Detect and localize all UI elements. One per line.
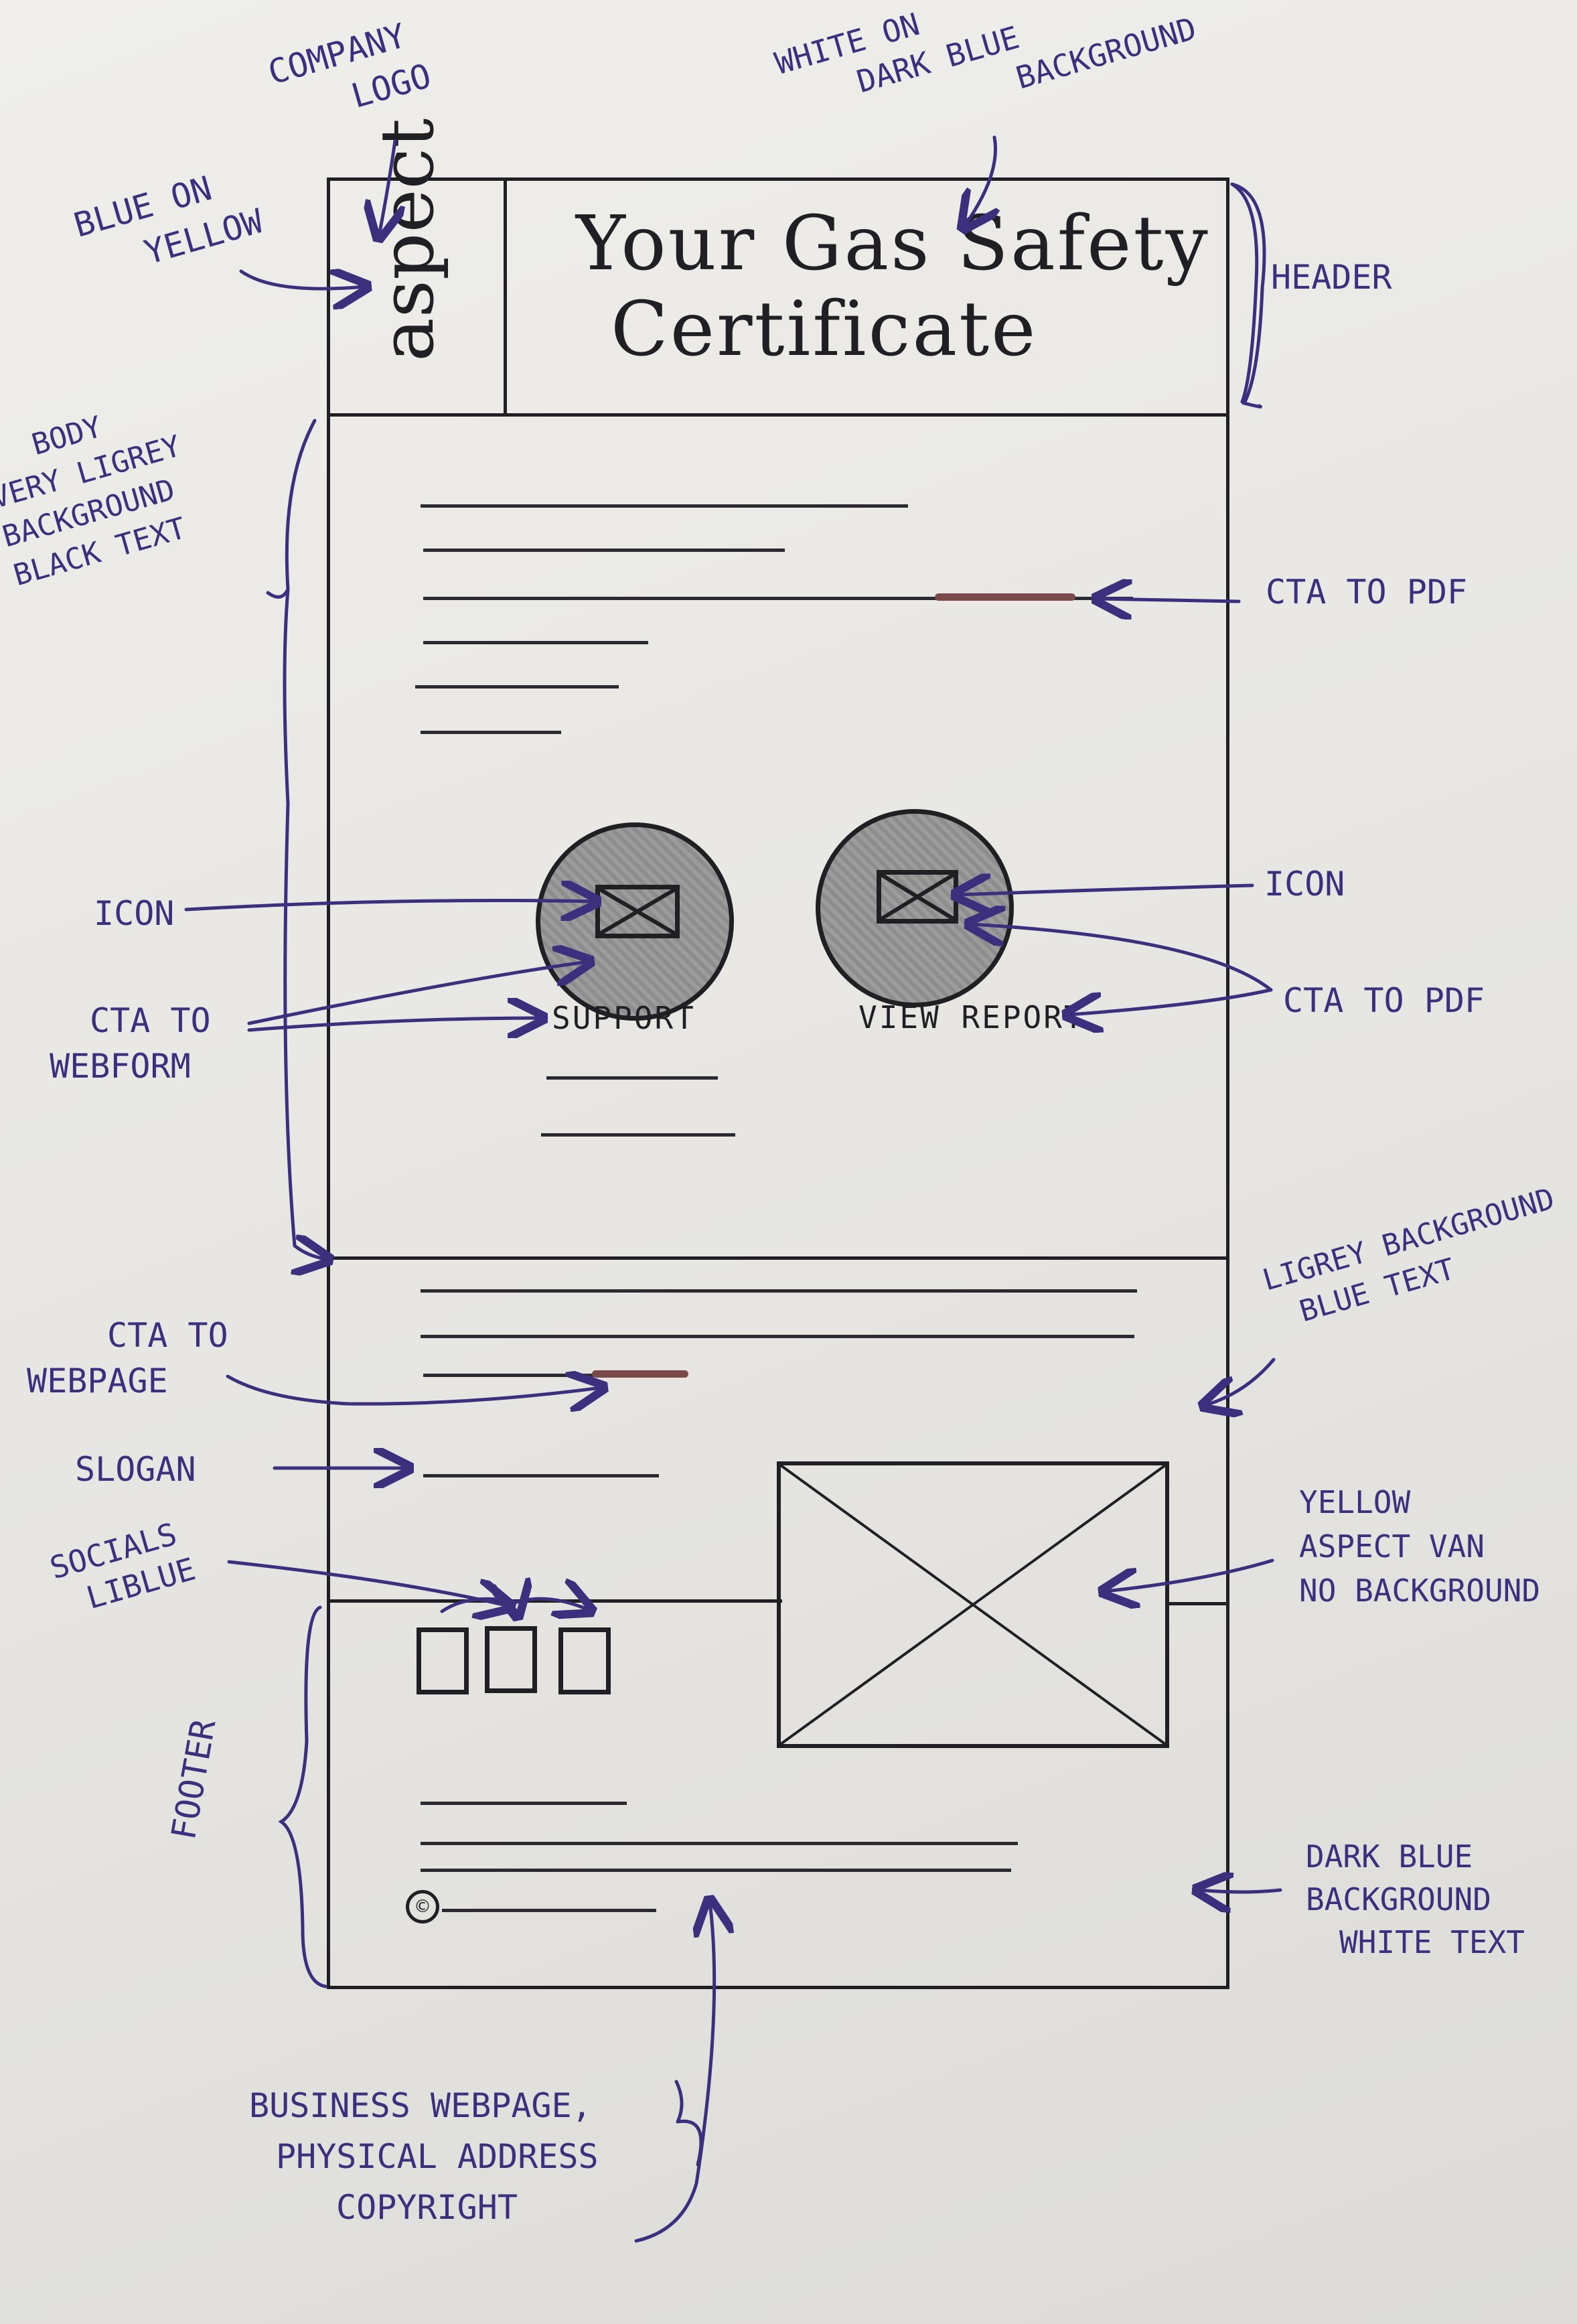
- annotation-line: ASPECT VAN: [1299, 1528, 1485, 1565]
- social-icon[interactable]: [558, 1627, 611, 1694]
- annotation-dark-blue-footer: DARK BLUE BACKGROUND WHITE TEXT: [1306, 1835, 1525, 1964]
- page-title: Your Gas Safety Certificate: [576, 201, 1219, 372]
- webpage-link[interactable]: [592, 1370, 688, 1378]
- annotation-cta-to-webform: CTA TO WEBFORM: [50, 998, 211, 1089]
- annotation-line: DARK BLUE: [1306, 1838, 1473, 1875]
- van-image-placeholder: [777, 1461, 1169, 1748]
- annotation-icon-left: ICON: [94, 894, 175, 933]
- footer-top-divider-right: [1169, 1602, 1229, 1605]
- header-bottom-divider: [327, 413, 1229, 417]
- view-report-label[interactable]: VIEW REPORT: [858, 999, 1085, 1035]
- section-text-line: [423, 1374, 603, 1377]
- section-text-line: [421, 1335, 1134, 1338]
- annotation-line: NO BACKGROUND: [1299, 1573, 1541, 1609]
- annotation-line: WEBFORM: [50, 1047, 191, 1086]
- section-text-line: [421, 1289, 1137, 1293]
- body-text-line: [546, 1076, 718, 1080]
- support-label[interactable]: SUPPORT: [552, 1000, 696, 1036]
- body-text-line: [423, 641, 648, 644]
- footer-text-line: [421, 1802, 627, 1805]
- annotation-icon-right: ICON: [1264, 865, 1345, 903]
- body-text-line: [423, 549, 785, 552]
- title-line-1: Your Gas Safety: [576, 200, 1210, 287]
- annotation-line: WEBPAGE: [27, 1362, 168, 1400]
- annotation-cta-to-pdf: CTA TO PDF: [1266, 573, 1468, 611]
- annotation-line: YELLOW: [1299, 1484, 1411, 1520]
- body-text-line: [421, 731, 561, 734]
- copyright-line: [442, 1909, 656, 1912]
- annotation-cta-to-webpage: CTA TO WEBPAGE: [27, 1313, 228, 1404]
- social-icon[interactable]: [417, 1627, 469, 1694]
- body-text-line: [421, 504, 908, 508]
- annotation-line: WHITE TEXT: [1339, 1924, 1525, 1960]
- image-placeholder-cross: [779, 1464, 1167, 1745]
- wireframe-frame: [327, 177, 1229, 1989]
- annotation-slogan: SLOGAN: [75, 1450, 196, 1489]
- body-text-line: [415, 685, 619, 688]
- annotation-line: PHYSICAL ADDRESS: [276, 2137, 599, 2176]
- body-text-line: [423, 597, 1133, 600]
- annotation-cta-to-pdf-right: CTA TO PDF: [1283, 981, 1485, 1020]
- footer-text-line: [421, 1869, 1011, 1872]
- footer-text-line: [421, 1842, 1018, 1845]
- annotation-line: BACKGROUND: [1306, 1881, 1491, 1917]
- social-icon[interactable]: [485, 1626, 537, 1693]
- logo-divider: [504, 177, 507, 415]
- pdf-link[interactable]: [935, 593, 1075, 601]
- title-line-2: Certificate: [611, 286, 1038, 373]
- slogan-line: [423, 1474, 659, 1477]
- annotation-header: HEADER: [1271, 258, 1392, 297]
- annotation-line: CTA TO: [90, 1001, 211, 1040]
- body-text-line: [541, 1133, 735, 1137]
- body-bottom-divider: [327, 1256, 1229, 1260]
- annotation-business-info: BUSINESS WEBPAGE, PHYSICAL ADDRESS COPYR…: [249, 2080, 599, 2233]
- annotation-line: COPYRIGHT: [336, 2188, 518, 2227]
- copyright-icon: ©: [406, 1890, 439, 1923]
- annotation-line: BUSINESS WEBPAGE,: [249, 2086, 592, 2125]
- annotation-yellow-van: YELLOW ASPECT VAN NO BACKGROUND: [1299, 1480, 1540, 1613]
- annotation-line: CTA TO: [107, 1316, 228, 1355]
